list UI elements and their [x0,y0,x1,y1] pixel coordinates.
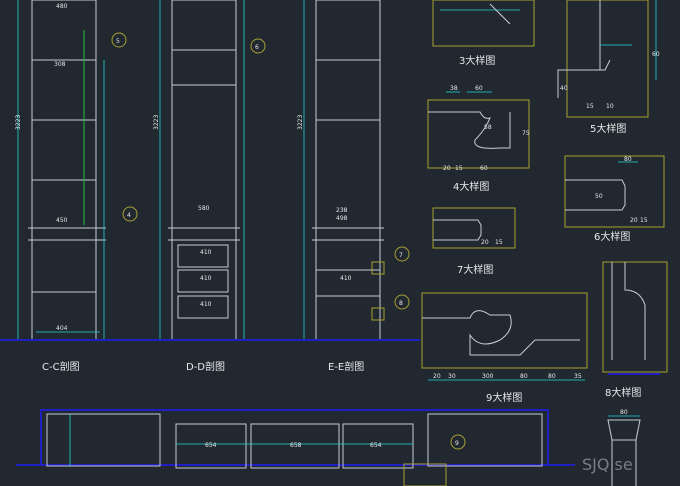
label-cc: C-C剖图 [42,360,80,373]
dim: 35 [574,373,582,380]
dim: 80 [624,156,632,163]
dim: 15 [455,165,463,172]
detail-8-frame [602,261,668,373]
dim: 20 [443,165,451,172]
dim: 410 [340,275,352,282]
dim: 404 [56,325,68,332]
callout-5: 5 [116,38,120,45]
dim: 80 [548,373,556,380]
dim: 50 [595,193,603,200]
dim: 300 [482,373,494,380]
dim: 58 [484,124,492,131]
label-detail-5: 5大样图 [590,122,626,135]
callout-7: 7 [399,252,403,259]
dim: 480 [56,3,68,10]
dim: 15 [640,217,648,224]
dim: 15 [495,239,503,246]
dim: 410 [200,249,212,256]
dim: 580 [198,205,210,212]
label-dd: D-D剖图 [186,360,225,373]
detail-3-frame [432,0,535,47]
dim: 410 [200,275,212,282]
dim: 450 [56,217,68,224]
label-detail-4: 4大样图 [453,180,489,193]
dim: 20 [433,373,441,380]
label-ee: E-E剖图 [328,360,364,373]
detail-9-frame [421,292,588,369]
dim: 654 [205,442,217,449]
dim: 60 [652,51,660,58]
dim: 15 [586,103,594,110]
dim: 40 [560,85,568,92]
dim: 60 [480,165,488,172]
detail-4-frame [427,99,530,169]
dim-height: 3223 [15,115,22,130]
dim: 308 [54,61,66,68]
label-detail-6: 6大样图 [594,230,630,243]
detail-6-frame [564,155,665,228]
callout-8: 8 [399,300,403,307]
dim: 30 [448,373,456,380]
dim: 60 [475,85,483,92]
dim-height: 3223 [153,115,160,130]
callout-4: 4 [127,212,131,219]
section-cc: 5 4 3223 480 308 450 404 [15,0,138,341]
dim: 238 [336,207,348,214]
section-dd: 6 3223 580 410 410 410 [153,0,266,341]
dim: 80 [620,409,628,416]
label-detail-3: 3大样图 [459,54,495,67]
label-detail-9: 9大样图 [486,391,522,404]
dim: 80 [520,373,528,380]
dim: 20 [630,217,638,224]
bottom-elevation: 9 654 658 654 [16,409,575,486]
dim-height: 3223 [297,115,304,130]
dim: 654 [370,442,382,449]
detail-7-frame [432,207,516,249]
label-detail-8: 8大样图 [605,386,641,399]
watermark: SJQ se [582,455,633,474]
label-detail-7: 7大样图 [457,263,493,276]
dim: 658 [290,442,302,449]
dim: 498 [336,215,348,222]
callout-6: 6 [255,44,259,51]
section-ee: 7 8 3223 238 498 410 [297,0,410,341]
detail-5-frame [566,0,649,118]
dim: 20 [481,239,489,246]
dim: 75 [522,130,530,137]
dim: 38 [450,85,458,92]
callout-9: 9 [455,440,459,447]
dim: 10 [606,103,614,110]
dim: 410 [200,301,212,308]
